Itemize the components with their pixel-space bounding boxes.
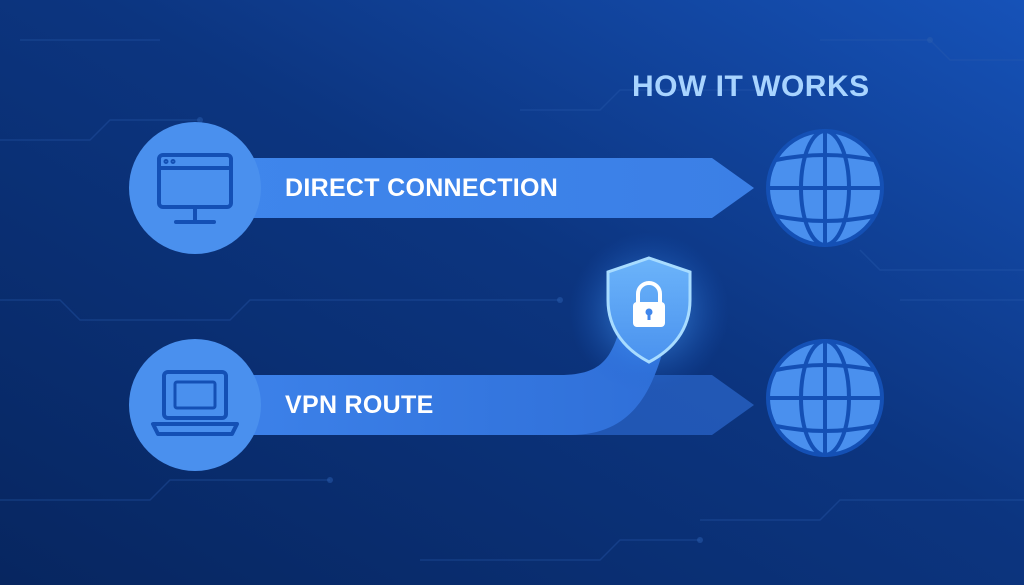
vpn-target-node	[766, 339, 884, 457]
globe-lines	[768, 339, 882, 457]
vpn-route-label: VPN ROUTE	[285, 391, 434, 419]
direct-source-node	[129, 122, 261, 254]
vpn-route-band	[220, 322, 668, 435]
globe-lines	[768, 129, 882, 247]
monitor-icon	[157, 153, 233, 224]
laptop-icon	[151, 370, 239, 436]
direct-connection-label: DIRECT CONNECTION	[285, 174, 559, 202]
diagram-title: HOW IT WORKS	[632, 70, 870, 103]
circuit-nodes	[197, 37, 933, 543]
shield-lock-icon	[606, 256, 692, 364]
circuit-traces	[0, 39, 1024, 561]
vpn-source-node	[129, 339, 261, 471]
direct-connection-arrow	[220, 158, 754, 218]
direct-target-node	[766, 129, 884, 247]
